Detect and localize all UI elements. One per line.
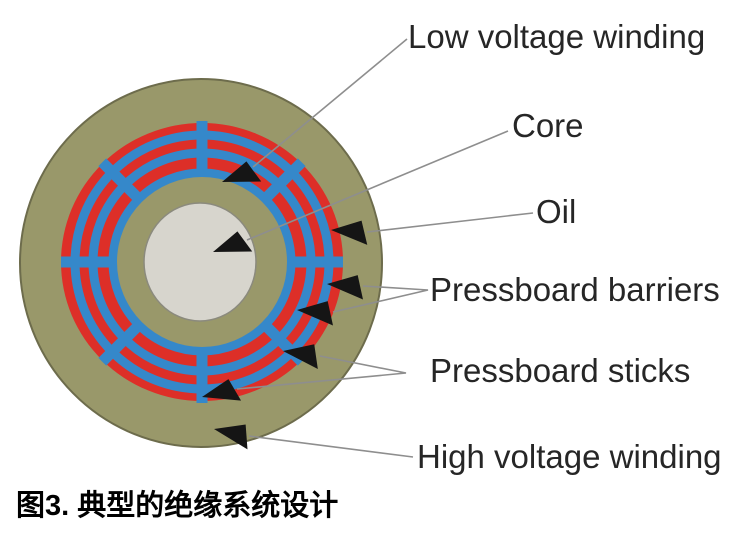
pressboard-stick [287, 256, 343, 268]
core-disc [143, 202, 257, 322]
pressboard-stick [98, 318, 146, 366]
arrow-core [213, 231, 253, 252]
arrow-oil [331, 220, 368, 245]
leader-oil [366, 212, 534, 233]
arrowheads [202, 161, 368, 450]
leader-pressboard-barriers [332, 285, 429, 313]
pressboard-stick [61, 256, 117, 268]
label-core: Core [512, 107, 584, 144]
pressboard-stick [258, 158, 306, 206]
label-low-voltage-winding: Low voltage winding [408, 18, 706, 55]
label-high-voltage-winding: High voltage winding [417, 438, 722, 475]
pressboard-stick [196, 121, 208, 193]
pressboard-stick [98, 158, 146, 206]
leader-core [246, 130, 509, 241]
label-oil: Oil [536, 193, 577, 230]
arrow-pressboard-stick-1 [283, 344, 318, 370]
label-pressboard-sticks: Pressboard sticks [430, 352, 691, 389]
leader-lines [236, 38, 534, 458]
figure-caption: 图3. 典型的绝缘系统设计 [16, 490, 339, 522]
label-pressboard-barriers: Pressboard barriers [430, 271, 720, 308]
arrow-pressboard-stick-2 [202, 379, 242, 401]
leader-high-voltage-winding [248, 435, 414, 458]
arrow-low-voltage-winding [222, 161, 262, 182]
arrow-pressboard-barrier-2 [297, 301, 334, 326]
leader-low-voltage-winding [252, 38, 408, 168]
arrow-high-voltage-winding [214, 424, 248, 450]
leader-pressboard-sticks [236, 355, 407, 390]
arrow-pressboard-barrier-1 [327, 275, 364, 300]
